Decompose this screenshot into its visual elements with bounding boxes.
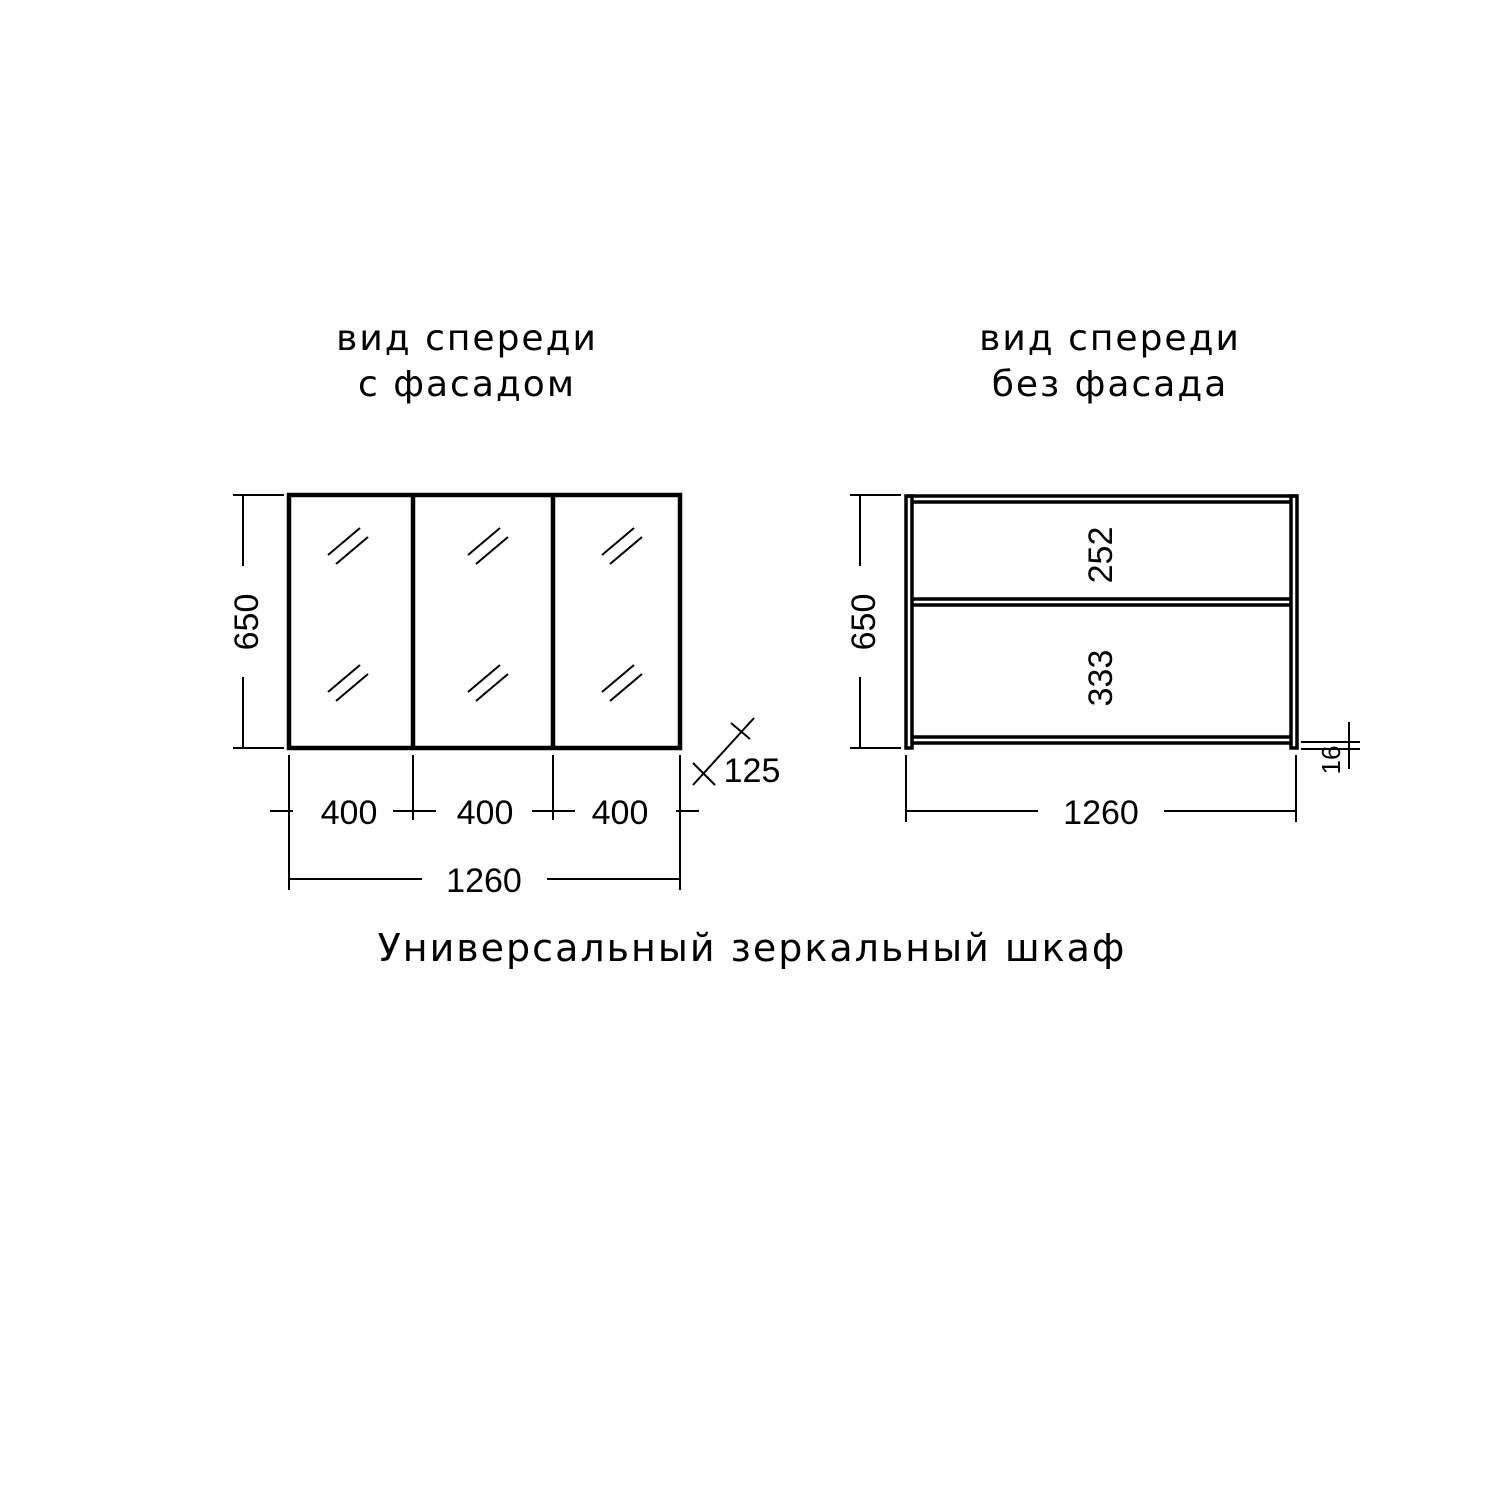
upper-compartment-label: 252: [1082, 527, 1120, 584]
left-total-width-label: 1260: [446, 862, 522, 900]
left-view-title-line2: с фасадом: [358, 364, 576, 405]
right-total-width-label: 1260: [1063, 794, 1139, 832]
front-view-without-facade: вид спереди без фасада 252 333 650: [845, 318, 1360, 832]
right-view-title-line2: без фасада: [992, 364, 1229, 405]
door-width-dimension-lines: [270, 755, 699, 890]
front-view-with-facade: вид спереди с фасадом 650: [228, 318, 780, 900]
cabinet-carcass: [904, 494, 1299, 750]
depth-marker-icon: [692, 717, 755, 786]
left-height-label: 650: [228, 594, 266, 651]
panel-thickness-label: 16: [1316, 746, 1346, 775]
door-width-label-2: 400: [457, 794, 514, 832]
cabinet-outline: [286, 492, 683, 751]
drawing-caption: Универсальный зеркальный шкаф: [378, 926, 1127, 970]
right-side-panel: [1289, 494, 1299, 750]
depth-label: 125: [724, 752, 781, 790]
mirror-hatch-icon: [327, 527, 643, 702]
right-total-width-dimension-line: [905, 755, 1297, 822]
lower-compartment-label: 333: [1082, 650, 1120, 707]
door-width-label-1: 400: [321, 794, 378, 832]
left-side-panel: [904, 494, 914, 750]
height-dimension-line: [233, 494, 284, 749]
panel-thickness-dimension-line: [1301, 722, 1360, 769]
right-height-dimension-line: [850, 494, 901, 749]
right-view-title-line1: вид спереди: [979, 318, 1241, 359]
right-height-label: 650: [845, 594, 883, 651]
door-width-label-3: 400: [592, 794, 649, 832]
left-view-title-line1: вид спереди: [336, 318, 598, 359]
